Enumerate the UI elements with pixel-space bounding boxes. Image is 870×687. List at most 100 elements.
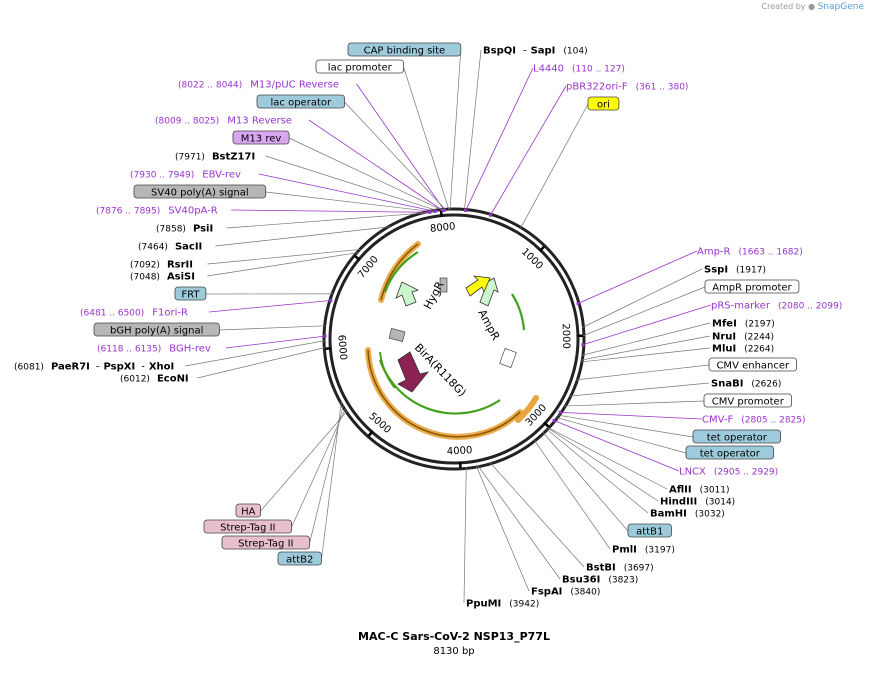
site-position: (7858) [156, 225, 186, 235]
hygr-label: HygR [421, 279, 446, 311]
site-position: (1917) [736, 266, 766, 276]
site-name: BspQI [483, 46, 516, 57]
leader-line [490, 85, 567, 216]
primer-site-marker [442, 208, 446, 212]
leader-line [577, 250, 698, 304]
leader-line [582, 268, 703, 328]
primer-name: F1ori-R [152, 308, 188, 319]
leader-line [291, 408, 346, 528]
leader-line [580, 347, 711, 363]
site-position: (7464) [138, 243, 168, 253]
cmv-region-arc [515, 395, 539, 423]
site-position: (3942) [509, 600, 539, 610]
site-name: AflII [669, 485, 692, 496]
feature-label: lac operator [271, 98, 332, 109]
primer-name: M13/pUC Reverse [250, 80, 339, 91]
primer-label: (6481 .. 6500) F1ori-R [80, 308, 188, 319]
leader-line [208, 300, 331, 313]
primer-position: (6481 .. 6500) [80, 309, 144, 319]
site-name: FspAI [531, 587, 562, 598]
primer-position: (8009 .. 8025) [155, 117, 219, 127]
site-position: (7048) [130, 273, 160, 283]
leader-line [582, 286, 706, 337]
primer-name: CMV-F [702, 415, 733, 426]
primer-position: (6118 .. 6135) [97, 345, 161, 355]
leader-line [226, 212, 428, 229]
birA-arrow-icon [397, 351, 430, 393]
site-label: (7048) AsiSI [130, 272, 195, 283]
site-position: (7971) [175, 153, 205, 163]
feature-label: CMV promoter [712, 397, 785, 408]
primer-position: (361 .. 380) [636, 83, 689, 93]
site-label: BamHI(3032) [650, 509, 725, 520]
leader-line [215, 226, 391, 247]
birA-inner-arc [367, 349, 521, 438]
site-position: (3197) [645, 546, 675, 556]
site-name: PaeR7I [51, 362, 90, 373]
feature-label: Strep-Tag II [220, 523, 275, 534]
primer-name: LNCX [679, 467, 706, 478]
tick-label: 4000 [447, 445, 473, 457]
leader-line [463, 467, 467, 604]
feature-label: tet operator [707, 433, 768, 444]
feature-label: ori [597, 100, 610, 111]
primer-position: (110 .. 127) [572, 65, 625, 75]
primer-name: L4440 [533, 64, 564, 75]
feature-label: AmpR promoter [712, 283, 792, 294]
leader-line [556, 417, 687, 454]
leader-line [465, 67, 534, 211]
credit-brand: SnapGene [817, 2, 864, 12]
ori-arrow-icon [465, 275, 491, 297]
feature-label-box [685, 445, 774, 460]
leader-line [558, 414, 694, 438]
leader-line [258, 173, 436, 212]
primer-position: (1663 .. 1682) [739, 248, 803, 258]
primer-position: (7876 .. 7895) [96, 207, 160, 217]
site-name: BstZ17I [212, 152, 255, 163]
leader-line [547, 427, 668, 490]
feature-label-box [93, 322, 220, 337]
site-label: AflII(3011) [669, 485, 730, 496]
site-position: (3840) [570, 588, 600, 598]
feature-label: tet operator [700, 449, 761, 460]
site-label: (7858) PsiI [156, 224, 213, 235]
primer-label: LNCX (2905 .. 2929) [679, 467, 778, 478]
tick-mark [354, 255, 361, 261]
snapgene-credit: Created by ● SnapGene [762, 2, 865, 12]
primer-label: (8022 .. 8044)M13/pUC Reverse [178, 80, 339, 91]
leader-line [560, 411, 703, 420]
primer-site-marker [464, 209, 468, 213]
feature-label-box [256, 94, 345, 109]
feature-label: attB2 [286, 555, 313, 566]
primer-position: (2080 .. 2099) [778, 302, 842, 312]
site-position: (104) [563, 47, 587, 57]
plasmid-title: MAC-C Sars-CoV-2 NSP13_P77L [358, 630, 550, 643]
leader-line [475, 465, 530, 592]
leader-line [207, 252, 359, 277]
site-label: NruI(2244) [712, 332, 774, 343]
site-position: (3032) [695, 510, 725, 520]
site-name: PsiI [193, 224, 213, 235]
leader-line [260, 410, 348, 512]
primer-name: M13 Reverse [227, 116, 292, 127]
site-name: SacII [175, 242, 202, 253]
site-name: AsiSI [167, 272, 195, 283]
site-name: SnaBI [711, 379, 743, 390]
site-position: (6081) [14, 363, 44, 373]
leader-line [576, 364, 710, 381]
site-label: HindIII(3014) [660, 497, 735, 508]
site-label: MfeI(2197) [712, 319, 775, 330]
tick-label: 6000 [335, 334, 348, 360]
site-label: (6081)PaeR7I-PspXI-XhoI [14, 362, 174, 373]
backbone-inner-ring [328, 213, 580, 465]
primer-position: (2905 .. 2929) [714, 468, 778, 478]
tick-mark [543, 421, 550, 428]
feature-label-box [235, 503, 262, 518]
feature-label: attB1 [636, 527, 663, 538]
primer-label: (6118 .. 6135)BGH-rev [97, 344, 211, 355]
site-name: NruI [712, 332, 736, 343]
site-name: PspXI [104, 362, 136, 373]
leader-line [344, 101, 447, 211]
